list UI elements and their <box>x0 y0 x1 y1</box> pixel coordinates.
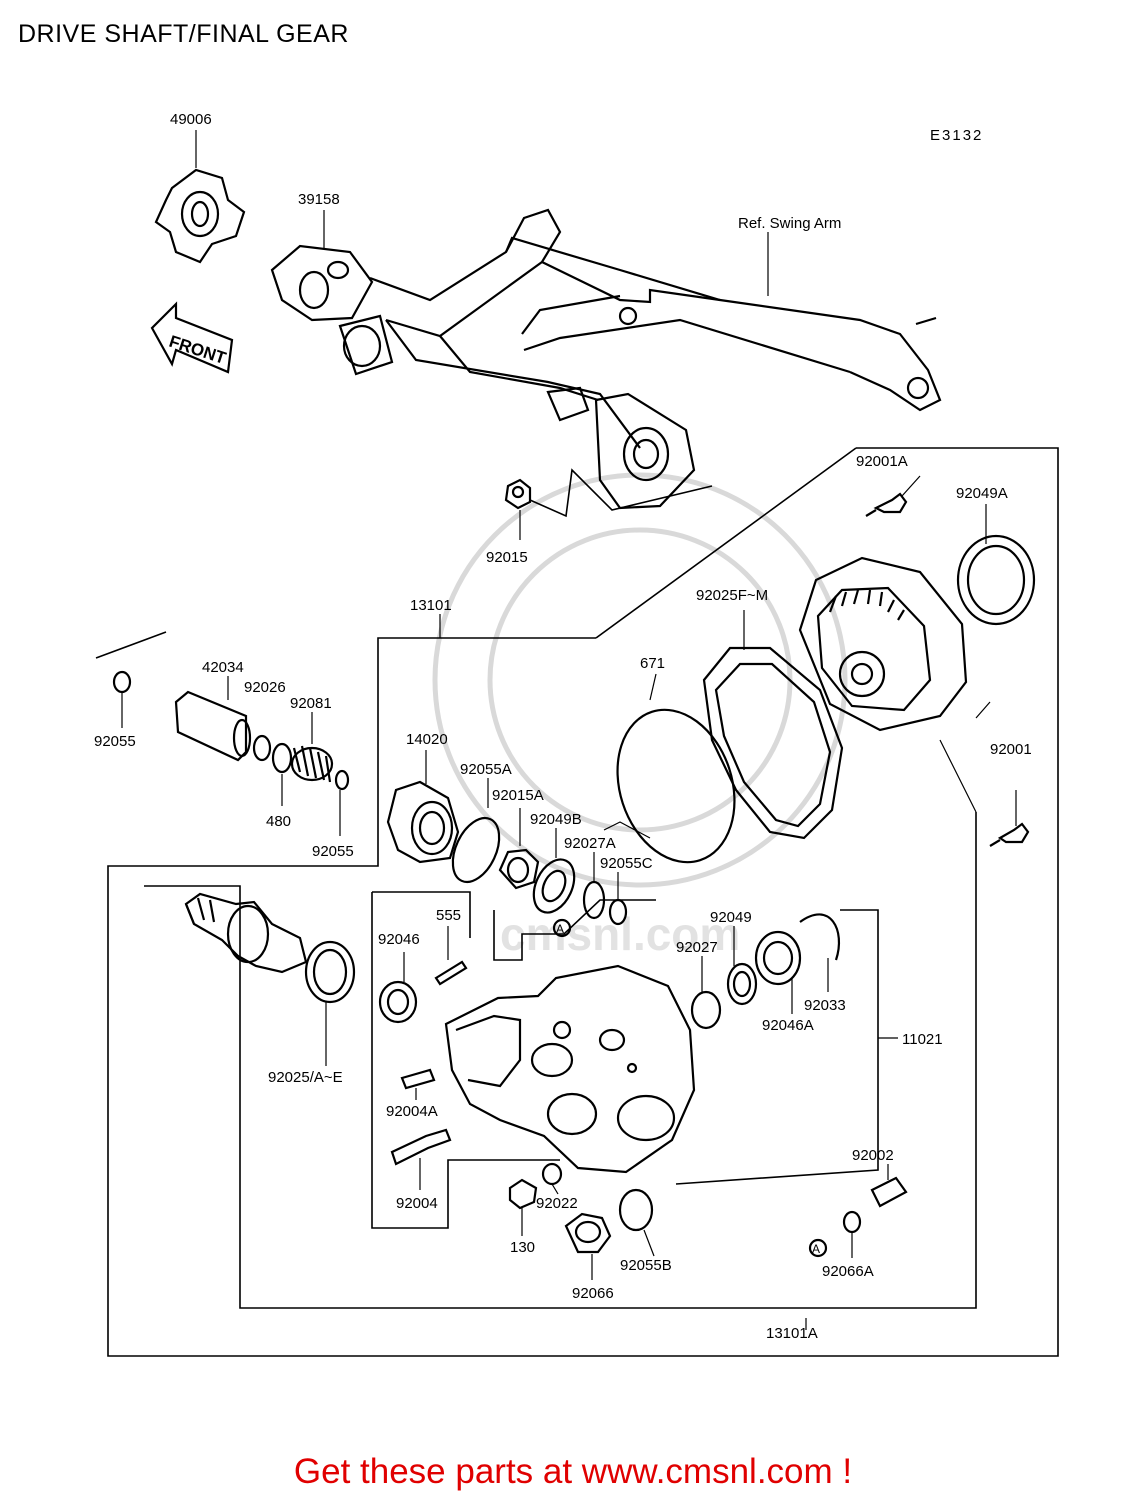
label-92055C: 92055C <box>600 855 653 872</box>
bolt-92001A[interactable] <box>865 492 908 517</box>
label-92081: 92081 <box>290 695 332 712</box>
label-130: 130 <box>510 1239 535 1256</box>
label-92004A: 92004A <box>386 1103 438 1120</box>
page-title: DRIVE SHAFT/FINAL GEAR <box>18 20 349 48</box>
universal-joint-49006[interactable] <box>154 168 246 264</box>
label-92046A: 92046A <box>762 1017 814 1034</box>
label-92055A: 92055A <box>460 761 512 778</box>
label-92004: 92004 <box>396 1195 438 1212</box>
bearing-92027[interactable] <box>690 990 722 1030</box>
sleeve-42034[interactable] <box>174 690 252 762</box>
label-92025F-M: 92025F~M <box>696 587 768 604</box>
label-555: 555 <box>436 907 461 924</box>
washer-92022[interactable] <box>541 1162 563 1186</box>
label-92066A: 92066A <box>822 1263 874 1280</box>
label-11021: 11021 <box>902 1031 943 1048</box>
oil-seal-92049[interactable] <box>726 962 758 1006</box>
label-92049: 92049 <box>710 909 752 926</box>
label-92049A: 92049A <box>956 485 1008 502</box>
bearing-housing-14020[interactable] <box>386 780 460 864</box>
svg-text:A: A <box>556 922 564 936</box>
label-14020: 14020 <box>406 731 448 748</box>
label-92015A: 92015A <box>492 787 544 804</box>
o-ring-92055-right[interactable] <box>334 769 350 791</box>
label-92022: 92022 <box>536 1195 578 1212</box>
plug-92002[interactable] <box>870 1176 908 1208</box>
part-labels: 49006 E3132 39158 Ref. Swing Arm 92001A … <box>94 111 1032 1342</box>
stud-92004[interactable] <box>390 1128 452 1166</box>
ring-480[interactable] <box>271 742 293 774</box>
oil-seal-92049B[interactable] <box>526 853 582 919</box>
pinion-gear[interactable] <box>184 892 308 974</box>
label-92002: 92002 <box>852 1147 894 1164</box>
label-92015: 92015 <box>486 549 528 566</box>
assembly-frames <box>95 447 1059 1357</box>
plug-92066[interactable] <box>564 1212 612 1254</box>
label-92049B: 92049B <box>530 811 582 828</box>
o-ring-92055-left[interactable] <box>112 670 132 694</box>
o-ring-671[interactable] <box>599 695 754 878</box>
label-92001A: 92001A <box>856 453 908 470</box>
label-13101A: 13101A <box>766 1325 818 1342</box>
nut-92015[interactable] <box>504 478 532 510</box>
o-ring-92055A[interactable] <box>444 811 509 890</box>
label-92055-left: 92055 <box>94 733 136 750</box>
label-480: 480 <box>266 813 291 830</box>
label-92026: 92026 <box>244 679 286 696</box>
nut-92015A[interactable] <box>498 848 540 890</box>
label-39158: 39158 <box>298 191 340 208</box>
svg-text:A: A <box>812 1242 820 1256</box>
exploded-parts-diagram: cmsnl.com <box>94 111 1059 1357</box>
o-ring-92055B[interactable] <box>618 1188 654 1232</box>
pin-555[interactable] <box>434 960 468 986</box>
oil-seal-92049A[interactable] <box>956 534 1036 626</box>
shim-92025-A-E[interactable] <box>304 940 356 1004</box>
gasket-92025F-M[interactable] <box>702 646 844 840</box>
circlip-92033[interactable] <box>799 913 841 961</box>
label-671: 671 <box>640 655 665 672</box>
bearing-92046[interactable] <box>378 980 418 1024</box>
label-92033: 92033 <box>804 997 846 1014</box>
stud-92004A[interactable] <box>400 1068 436 1090</box>
marker-A-case <box>552 1020 572 1040</box>
swing-arm-drive-shaft[interactable] <box>270 208 942 510</box>
label-42034: 42034 <box>202 659 244 676</box>
label-drawing-code: E3132 <box>930 127 983 144</box>
marker-A-upper: A <box>552 918 572 938</box>
bolt-92001[interactable] <box>989 822 1030 847</box>
label-49006: 49006 <box>170 111 212 128</box>
footer-link[interactable]: Get these parts at www.cmsnl.com ! <box>293 1452 853 1491</box>
front-direction-arrow: FRONT <box>150 301 234 374</box>
marker-A-lower: A <box>808 1238 828 1258</box>
label-92046: 92046 <box>378 931 420 948</box>
label-92055B: 92055B <box>620 1257 672 1274</box>
gear-case-11021[interactable] <box>444 964 696 1174</box>
ring-gear-cover[interactable] <box>798 556 968 732</box>
label-92001: 92001 <box>990 741 1032 758</box>
plug-92066A[interactable] <box>842 1210 862 1234</box>
label-ref-swing-arm: Ref. Swing Arm <box>738 215 841 232</box>
spring-92081[interactable] <box>290 745 334 783</box>
label-13101: 13101 <box>410 597 452 614</box>
label-92055-bottom: 92055 <box>312 843 354 860</box>
label-92066: 92066 <box>572 1285 614 1302</box>
washer-92026[interactable] <box>252 734 272 762</box>
label-92027A: 92027A <box>564 835 616 852</box>
bearing-92046A[interactable] <box>754 930 802 986</box>
label-92027: 92027 <box>676 939 718 956</box>
bolt-130[interactable] <box>508 1178 538 1210</box>
label-92025-A-E: 92025/A~E <box>268 1069 343 1086</box>
